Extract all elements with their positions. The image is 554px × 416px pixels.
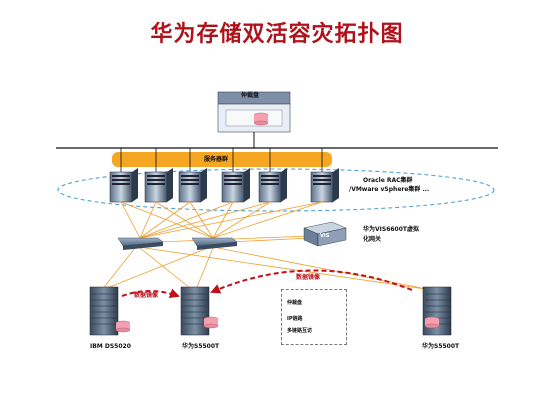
business-network-label: 服务器群	[204, 156, 229, 163]
server-group	[109, 168, 339, 203]
cluster-ellipse	[57, 168, 495, 212]
fiber-links	[101, 201, 433, 293]
page-title: 华为存储双活容灾拓扑图	[150, 22, 404, 47]
vis-gateway	[303, 221, 347, 247]
mirror-label-left: 数据镜像	[134, 292, 159, 299]
storage-label-left: IBM DS5020	[90, 343, 131, 350]
quorum-storage	[217, 91, 291, 133]
legend: 仲裁盘 IP链路 多链路互访	[281, 289, 347, 345]
storage-label-right: 华为S5500T	[422, 343, 460, 350]
legend-quorum: 仲裁盘	[287, 300, 303, 306]
fc-switch-left	[117, 237, 164, 250]
vis-badge: VIS	[320, 233, 330, 239]
business-network-bar	[112, 152, 332, 167]
mirror-arrow-left	[121, 288, 180, 299]
fc-switch-right	[191, 237, 238, 250]
legend-fc-link: 多链路互访	[287, 328, 313, 334]
legend-ip-link: IP链路	[287, 316, 303, 322]
mirror-label-right: 数据镜像	[296, 274, 321, 281]
vis-label-line2: 化网关	[363, 236, 382, 243]
cluster-label-line1: Oracle RAC集群	[363, 177, 413, 184]
mirror-arrow-right	[210, 269, 413, 294]
storage-rack-left	[89, 286, 131, 336]
storage-rack-right	[422, 286, 452, 336]
quorum-label: 仲裁盘	[241, 92, 260, 99]
vis-label-line1: 华为VIS6600T虚拟	[363, 226, 419, 233]
cluster-label-line2: /VMware vSphere集群 ...	[349, 186, 430, 193]
storage-label-mid: 华为S5500T	[182, 343, 220, 350]
storage-rack-mid	[180, 286, 219, 336]
